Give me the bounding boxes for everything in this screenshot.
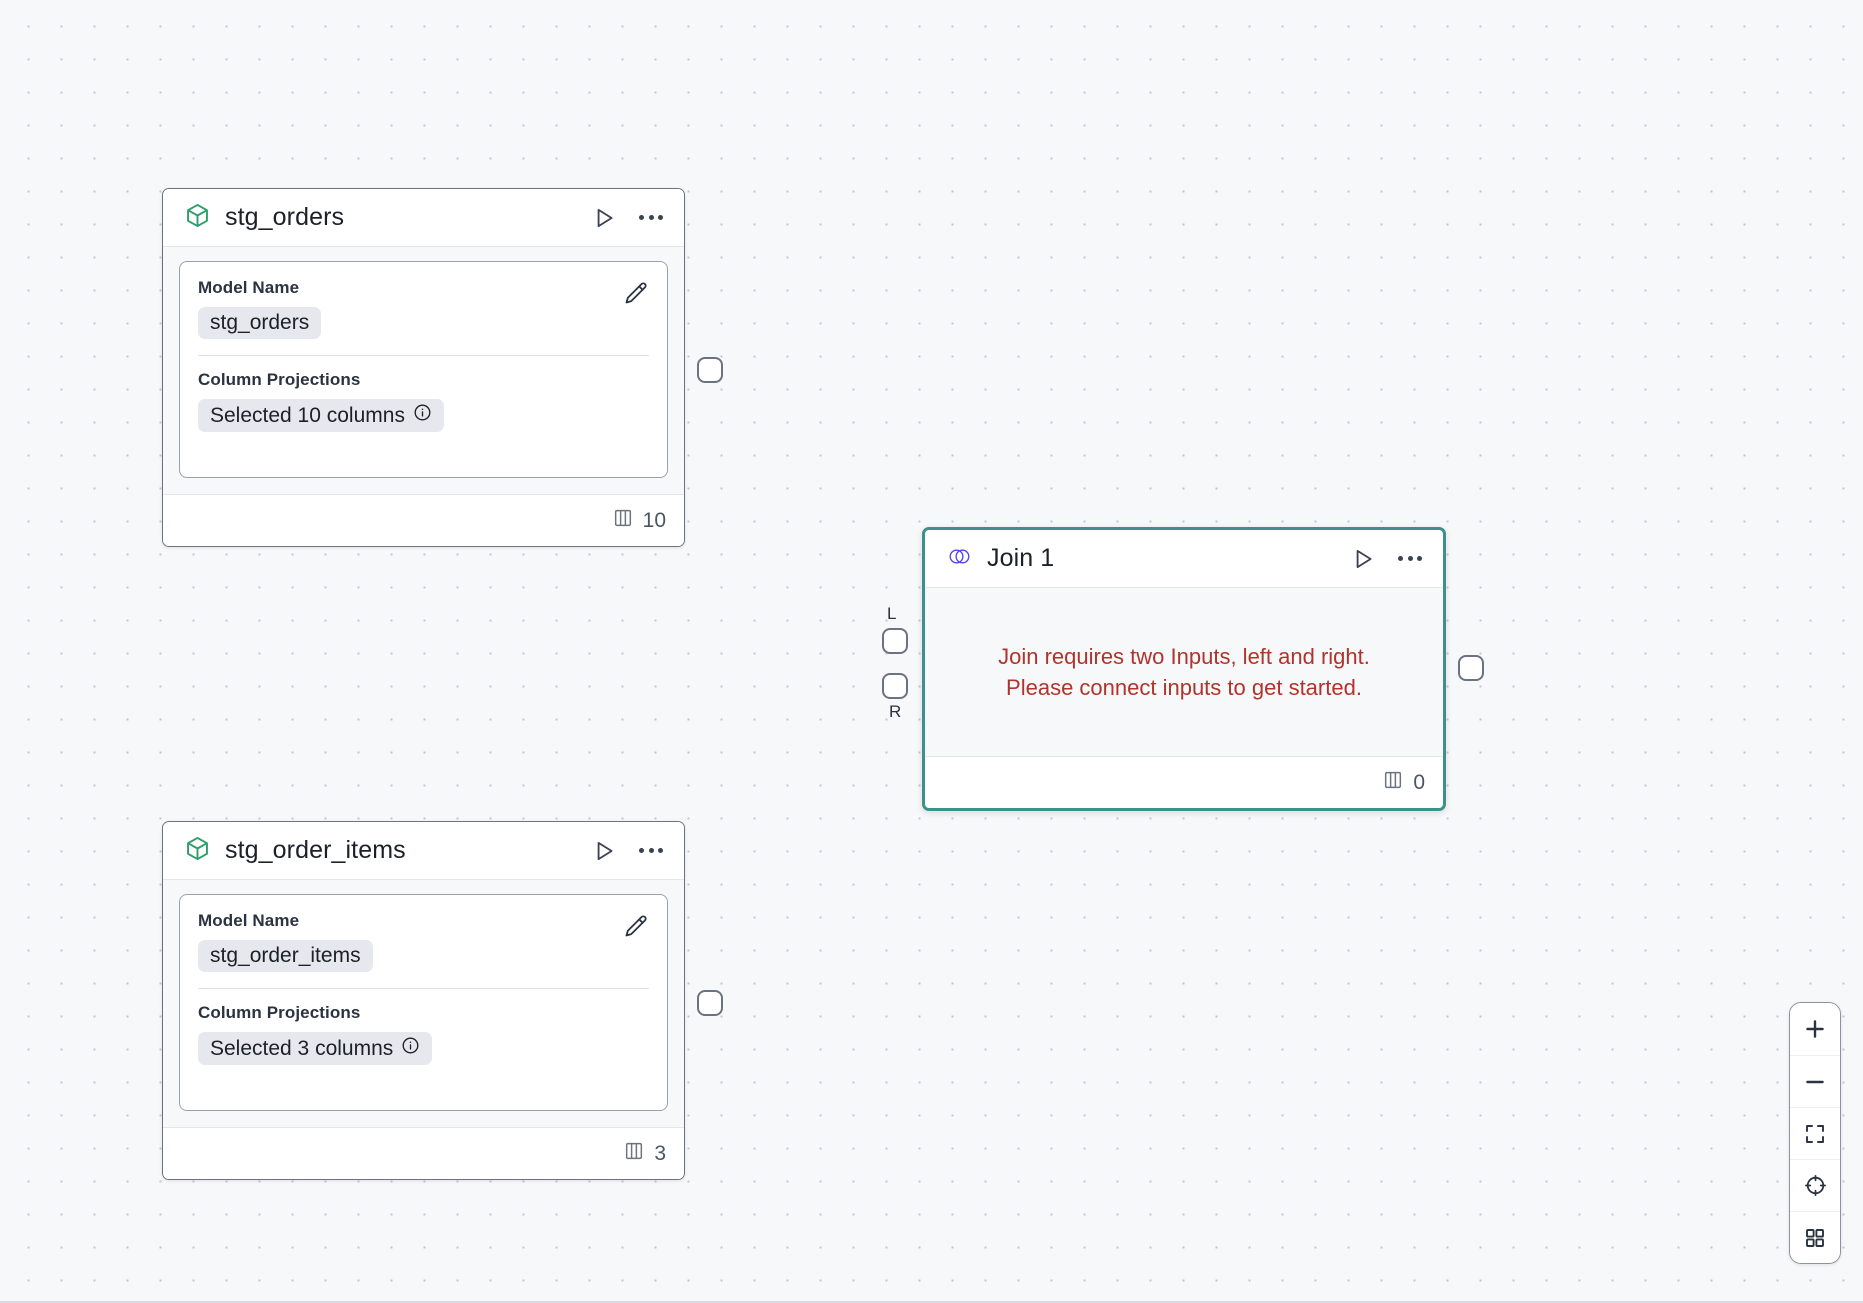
left-input-port[interactable] <box>882 628 908 654</box>
columns-icon <box>1382 769 1404 796</box>
zoom-out-button[interactable] <box>1790 1055 1840 1107</box>
right-input-port[interactable] <box>882 673 908 699</box>
column-projections-text: Selected 10 columns <box>210 403 405 427</box>
join-venn-icon <box>946 543 973 575</box>
join-warning-message: Join requires two Inputs, left and right… <box>925 588 1443 756</box>
zoom-in-button[interactable] <box>1790 1003 1840 1055</box>
column-projections-value[interactable]: Selected 3 columns <box>198 1032 433 1065</box>
node-footer: 3 <box>163 1127 684 1179</box>
column-count: 10 <box>642 508 666 532</box>
stg-order-items-output-port[interactable] <box>697 990 723 1016</box>
node-title: stg_orders <box>225 203 345 231</box>
model-name-value[interactable]: stg_orders <box>198 307 322 339</box>
node-title: stg_order_items <box>225 836 406 864</box>
canvas-controls[interactable] <box>1789 1002 1841 1264</box>
join-output-port[interactable] <box>1458 655 1484 681</box>
node-body: Model Name stg_order_items Column Projec… <box>163 880 684 1127</box>
model-name-label: Model Name <box>198 278 300 297</box>
model-config-card: Model Name stg_orders Column Projections… <box>179 261 668 478</box>
fit-view-button[interactable] <box>1790 1107 1840 1159</box>
join-warning-line-1: Join requires two Inputs, left and right… <box>998 643 1370 669</box>
stg-orders-output-port[interactable] <box>697 357 723 383</box>
model-name-value[interactable]: stg_order_items <box>198 940 373 972</box>
more-horizontal-icon[interactable] <box>1396 550 1424 567</box>
join-warning-line-2: Please connect inputs to get started. <box>1006 675 1362 700</box>
center-view-button[interactable] <box>1790 1159 1840 1211</box>
node-footer: 0 <box>925 756 1443 808</box>
columns-icon <box>623 1140 645 1167</box>
pencil-icon[interactable] <box>622 913 649 940</box>
play-icon[interactable] <box>1350 546 1376 572</box>
column-count: 0 <box>1413 770 1425 794</box>
column-projections-text: Selected 3 columns <box>210 1036 394 1060</box>
node-body: Model Name stg_orders Column Projections… <box>163 247 684 494</box>
node-header: Join 1 <box>925 530 1443 588</box>
node-stg-orders[interactable]: stg_orders Model Name stg_orders <box>162 188 685 547</box>
right-input-port-label: R <box>889 702 902 721</box>
node-title: Join 1 <box>987 544 1055 572</box>
play-icon[interactable] <box>591 205 617 231</box>
cube-icon <box>184 835 211 867</box>
node-header: stg_orders <box>163 189 684 247</box>
minimap-toggle-button[interactable] <box>1790 1211 1840 1263</box>
divider <box>198 355 649 356</box>
left-input-port-label: L <box>887 604 897 623</box>
column-projections-label: Column Projections <box>198 370 361 389</box>
column-count: 3 <box>654 1141 666 1165</box>
node-header: stg_order_items <box>163 822 684 880</box>
column-projections-label: Column Projections <box>198 1003 361 1022</box>
columns-icon <box>612 507 634 534</box>
model-config-card: Model Name stg_order_items Column Projec… <box>179 894 668 1111</box>
cube-icon <box>184 202 211 234</box>
divider <box>198 988 649 989</box>
node-stg-order-items[interactable]: stg_order_items Model Name stg_order_ite… <box>162 821 685 1180</box>
info-icon[interactable] <box>413 403 432 428</box>
node-join-1[interactable]: Join 1 Join requires two Inputs, left an… <box>922 527 1446 811</box>
node-footer: 10 <box>163 494 684 546</box>
model-name-label: Model Name <box>198 911 300 930</box>
play-icon[interactable] <box>591 838 617 864</box>
pencil-icon[interactable] <box>622 280 649 307</box>
more-horizontal-icon[interactable] <box>637 209 665 226</box>
info-icon[interactable] <box>401 1036 420 1061</box>
column-projections-value[interactable]: Selected 10 columns <box>198 399 444 432</box>
more-horizontal-icon[interactable] <box>637 842 665 859</box>
